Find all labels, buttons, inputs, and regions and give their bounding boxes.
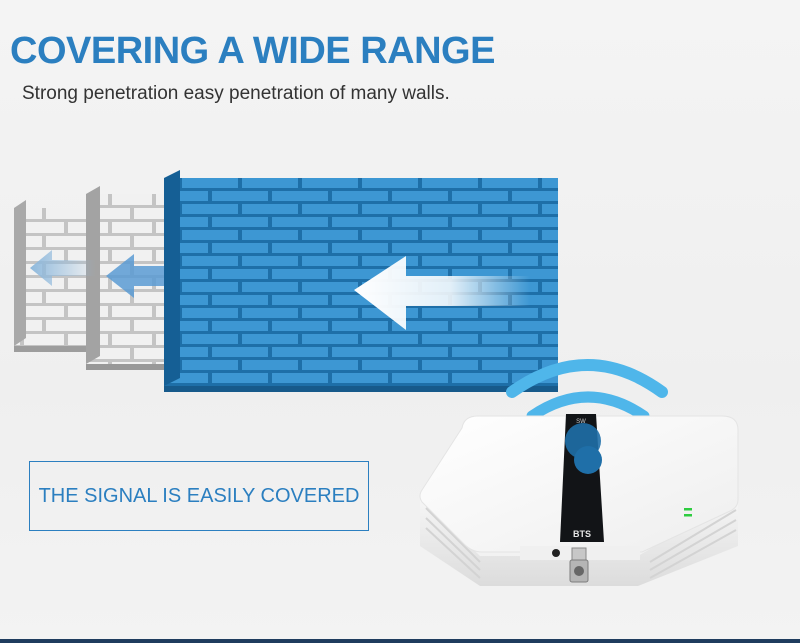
small-arrow-icon bbox=[30, 250, 96, 286]
router-icon: SW BTS bbox=[419, 359, 739, 586]
signal-callout: THE SIGNAL IS EASILY COVERED bbox=[29, 461, 369, 531]
penetration-arrow-icon bbox=[354, 256, 530, 330]
far-wall-icon bbox=[14, 200, 94, 352]
medium-arrow-icon bbox=[106, 254, 176, 298]
walls-illustration bbox=[14, 170, 558, 392]
page-title: COVERING A WIDE RANGE bbox=[10, 30, 495, 72]
page-subtitle: Strong penetration easy penetration of m… bbox=[22, 83, 450, 104]
status-led-icon bbox=[684, 508, 692, 517]
antenna-connector-icon bbox=[569, 547, 589, 583]
bottom-label: BTS bbox=[573, 529, 591, 539]
signal-callout-text: THE SIGNAL IS EASILY COVERED bbox=[38, 484, 360, 507]
top-label: SW bbox=[576, 419, 586, 425]
bottom-bar bbox=[0, 639, 800, 643]
